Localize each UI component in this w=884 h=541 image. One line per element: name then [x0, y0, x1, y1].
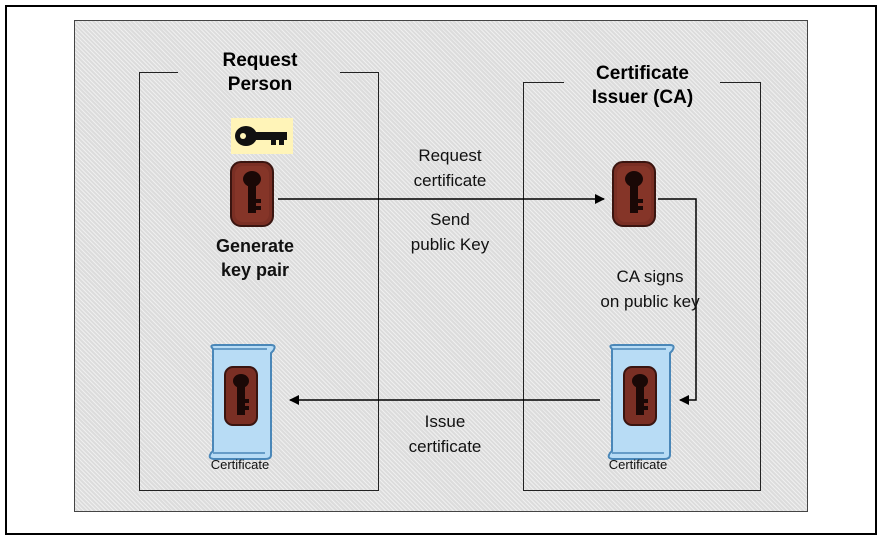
sign-arrow — [658, 198, 697, 405]
certificate-icon — [208, 344, 276, 460]
ca-signs-label: CA signs on public key — [600, 267, 700, 311]
certificate-issuer-title: Certificate Issuer (CA) — [591, 63, 694, 108]
right-certificate-label: Certificate — [608, 457, 668, 472]
left-certificate-label: Certificate — [210, 457, 270, 472]
certificate-issuer-region — [523, 82, 761, 491]
generate-key-pair-label: Generate key pair — [215, 236, 295, 280]
send-public-key-label: Send public Key — [410, 210, 490, 254]
diagram-panel — [74, 20, 808, 512]
key-token-icon — [230, 161, 274, 227]
request-person-title: Request Person — [222, 50, 298, 95]
request-certificate-label: Request certificate — [413, 146, 487, 190]
key-icon — [231, 118, 293, 154]
ca-certificate-icon — [607, 344, 675, 460]
ca-key-token-icon — [612, 161, 656, 227]
request-person-region — [139, 72, 379, 491]
issue-certificate-label: Issue certificate — [408, 412, 482, 456]
